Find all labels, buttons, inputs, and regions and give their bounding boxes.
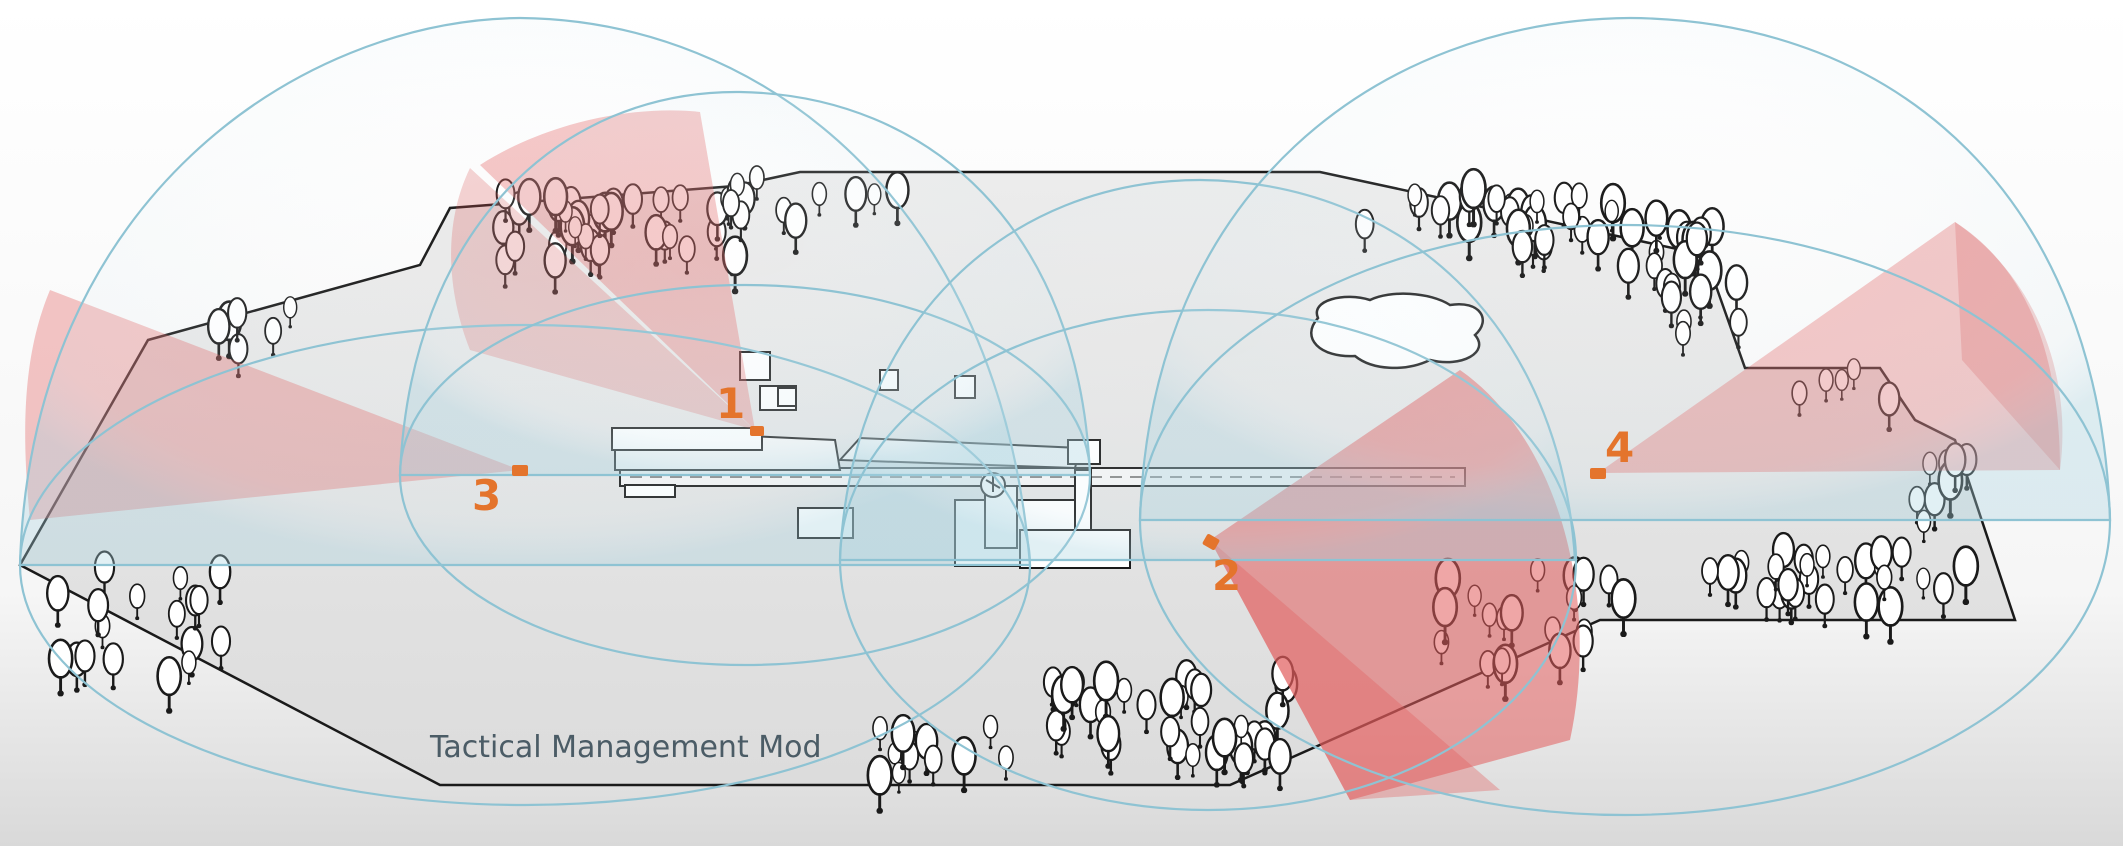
tree-icon — [1877, 585, 1904, 645]
tree-icon — [74, 639, 96, 688]
tree-icon — [1853, 582, 1880, 640]
sensor-marker-2 — [1202, 534, 1220, 550]
sensor-marker-3 — [512, 465, 528, 476]
dome-right-base — [1138, 223, 2112, 817]
sensor-label-4: 4 — [1605, 423, 1634, 472]
coverage-cone-2-lower — [1210, 540, 1500, 800]
tree-icon — [1814, 583, 1835, 629]
sensor-label-2: 2 — [1212, 551, 1241, 600]
sensor-marker-1 — [750, 426, 764, 436]
tree-icon — [156, 655, 183, 714]
tree-icon — [866, 754, 894, 814]
tree-icon — [1610, 577, 1637, 637]
tree-icon — [1267, 737, 1292, 792]
sensor-markers — [512, 426, 1606, 550]
dome-right — [1138, 16, 2112, 522]
caption-watermark: Tactical Management Mod — [429, 730, 822, 765]
tree-icon — [45, 574, 70, 628]
tree-icon — [181, 650, 197, 685]
sensor-domes — [18, 16, 2112, 817]
sensor-label-1: 1 — [716, 379, 745, 428]
sensor-marker-4 — [1590, 468, 1606, 479]
tree-icon — [102, 642, 125, 691]
sensor-label-3: 3 — [472, 471, 501, 520]
sensor-labels: 1 2 3 4 — [472, 379, 1634, 600]
